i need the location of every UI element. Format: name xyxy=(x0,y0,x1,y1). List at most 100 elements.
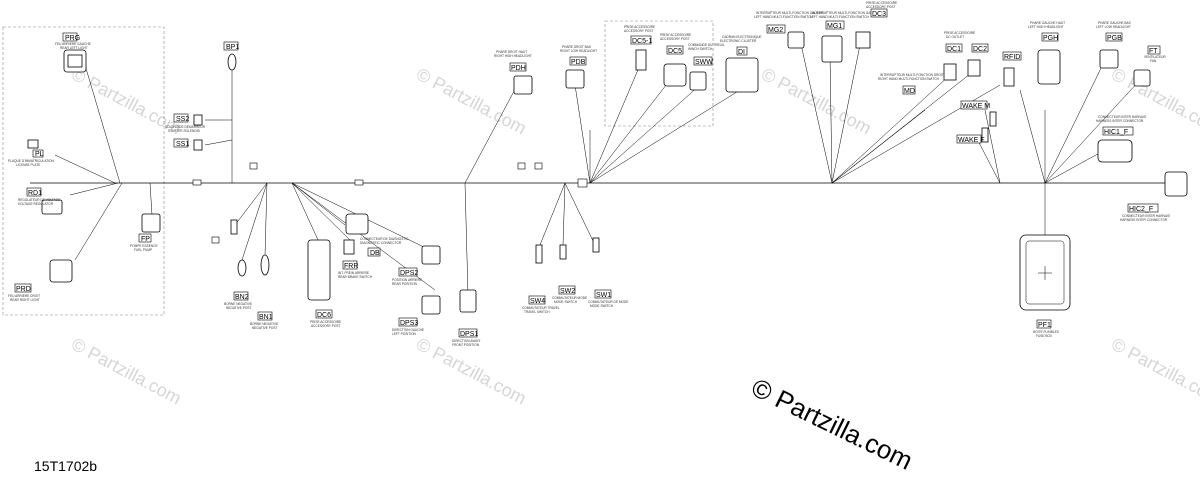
svg-text:POMPE ESSENCE: POMPE ESSENCE xyxy=(130,244,158,248)
label-HIC2-F: HIC2_F xyxy=(1129,206,1153,213)
label-DC1: DC1 xyxy=(947,46,961,53)
svg-text:PRISE ACCESSOIRE: PRISE ACCESSOIRE xyxy=(624,25,655,29)
front-accessory-frame xyxy=(604,20,714,127)
svg-text:PRISE ACCESSOIRE: PRISE ACCESSOIRE xyxy=(310,320,341,324)
label-BP1: BP1 xyxy=(226,44,239,51)
svg-text:BORNE NEGATIVE: BORNE NEGATIVE xyxy=(224,302,252,306)
svg-text:REAR RIGHT LIGHT: REAR RIGHT LIGHT xyxy=(10,298,40,302)
svg-text:ACCESSORY POST: ACCESSORY POST xyxy=(311,324,341,328)
diagram-code: 15T1702b xyxy=(34,458,98,474)
svg-text:FUEL PUMP: FUEL PUMP xyxy=(134,248,152,252)
svg-text:LEFT HIGH HEADLIGHT: LEFT HIGH HEADLIGHT xyxy=(1028,25,1064,29)
label-PRG: PRG xyxy=(65,35,80,42)
label-RD1: RD1 xyxy=(28,190,42,197)
svg-text:VENTILATEUR: VENTILATEUR xyxy=(1144,55,1166,59)
label-PF1: PF1 xyxy=(1038,322,1051,329)
svg-text:LEFT HAND MULTI-FUNCTION SWITC: LEFT HAND MULTI-FUNCTION SWITCH xyxy=(754,15,814,19)
watermark: © Partzilla.com xyxy=(413,64,529,139)
label-DPS2: DPS2 xyxy=(400,270,418,277)
svg-text:CONNECTEUR DE DIAGNOSTIC: CONNECTEUR DE DIAGNOSTIC xyxy=(360,237,409,241)
svg-text:LEFT POSITION: LEFT POSITION xyxy=(392,332,417,336)
svg-text:FUSE BOX: FUSE BOX xyxy=(1036,334,1053,338)
svg-text:PHARE DROIT BAS: PHARE DROIT BAS xyxy=(562,45,591,49)
svg-text:HARNESS INTER CONNECTOR: HARNESS INTER CONNECTOR xyxy=(1096,119,1144,123)
svg-text:LEFT LOW HEADLIGHT: LEFT LOW HEADLIGHT xyxy=(1096,25,1131,29)
svg-text:RIGHT LOW HEADLIGHT: RIGHT LOW HEADLIGHT xyxy=(560,49,597,53)
svg-text:LEFT HAND MULTI-FUNCTION SWITC: LEFT HAND MULTI-FUNCTION SWITCH xyxy=(810,15,870,19)
svg-text:ELECTRONIC CLUSTER: ELECTRONIC CLUSTER xyxy=(720,39,757,43)
svg-text:RIGHT HIGH HEADLIGHT: RIGHT HIGH HEADLIGHT xyxy=(494,54,532,58)
svg-text:FEU ARRIERE DROIT: FEU ARRIERE DROIT xyxy=(8,294,40,298)
label-SW4: SW4 xyxy=(530,298,545,305)
svg-text:STARTER SOLENOID: STARTER SOLENOID xyxy=(168,129,201,133)
svg-text:LICENSE PLATE: LICENSE PLATE xyxy=(16,163,40,167)
label-MG1: MG1 xyxy=(827,23,842,30)
label-MG2: MG2 xyxy=(768,27,783,34)
label-DB: DB xyxy=(370,250,380,257)
svg-text:INTERRUPTEUR MULTI-FONCTION DR: INTERRUPTEUR MULTI-FONCTION DROIT xyxy=(880,73,944,77)
svg-text:CADRAN ELECTRONIQUE: CADRAN ELECTRONIQUE xyxy=(722,35,762,39)
svg-text:SOLENOIDE DEMARREUR: SOLENOIDE DEMARREUR xyxy=(165,125,206,129)
label-SW1: SW1 xyxy=(596,292,611,299)
svg-text:DIAGNOSTIC CONNECTOR: DIAGNOSTIC CONNECTOR xyxy=(360,241,402,245)
label-DC5: DC5 xyxy=(668,48,682,55)
svg-text:PRISE ACCESSOIRE: PRISE ACCESSOIRE xyxy=(944,31,975,35)
label-DC6: DC6 xyxy=(317,312,331,319)
svg-text:ACCESSORY POST: ACCESSORY POST xyxy=(866,5,896,9)
svg-text:CONNECTEUR INTER HARNAIS: CONNECTEUR INTER HARNAIS xyxy=(1098,115,1146,119)
label-HIC1-F: HIC1_F xyxy=(1104,129,1128,136)
label-DI: DI xyxy=(738,49,745,56)
svg-text:NEGATIVE POST: NEGATIVE POST xyxy=(226,306,251,310)
label-BN2: BN2 xyxy=(235,294,249,301)
svg-text:COMMUTATEUR TRAVEL: COMMUTATEUR TRAVEL xyxy=(522,306,560,310)
label-SS1: SS1 xyxy=(176,141,189,148)
svg-text:COMMUTATEUR MODE: COMMUTATEUR MODE xyxy=(552,296,587,300)
label-SWW: SWW xyxy=(695,59,713,66)
svg-text:DC OUTLET: DC OUTLET xyxy=(946,35,964,39)
svg-text:REAR POSITION: REAR POSITION xyxy=(392,282,418,286)
watermark: © Partzilla.com xyxy=(68,334,184,409)
svg-text:INT. FREIN ARRIERE: INT. FREIN ARRIERE xyxy=(338,271,369,275)
svg-text:PRISE ACCESSOIRE: PRISE ACCESSOIRE xyxy=(660,33,691,37)
label-PRD: PRD xyxy=(16,286,31,293)
svg-text:RIGHT HAND MULTI-FUNCTION SWIT: RIGHT HAND MULTI-FUNCTION SWITCH xyxy=(878,77,940,81)
svg-text:MODE SWITCH: MODE SWITCH xyxy=(590,304,614,308)
svg-text:COMMANDE DU TREUIL: COMMANDE DU TREUIL xyxy=(688,43,725,47)
label-DPS3: DPS3 xyxy=(400,320,418,327)
svg-text:REGULATEUR DE VOLTAGE: REGULATEUR DE VOLTAGE xyxy=(18,198,60,202)
label-WAKE-M: WAKE M xyxy=(962,103,990,110)
svg-text:DIRECTION GAUCHE: DIRECTION GAUCHE xyxy=(392,328,424,332)
svg-text:ACCESSORY POST: ACCESSORY POST xyxy=(660,37,690,41)
label-PDH: PDH xyxy=(511,65,526,72)
svg-text:POSITION ARRIERE: POSITION ARRIERE xyxy=(392,278,422,282)
label-RFID: RFID xyxy=(1004,54,1020,61)
svg-text:BORNE NEGATIVE: BORNE NEGATIVE xyxy=(250,322,278,326)
svg-text:PRISE ACCESSOIRE: PRISE ACCESSOIRE xyxy=(866,1,897,5)
svg-text:DIRECTION AVANT: DIRECTION AVANT xyxy=(452,339,480,343)
label-MD: MD xyxy=(904,88,915,95)
svg-text:REAR BRAKE SWITCH: REAR BRAKE SWITCH xyxy=(338,275,373,279)
label-BN1: BN1 xyxy=(259,314,273,321)
component-labels: PRG FEU ARRIERE GAUCHE REAR LEFT LIGHT B… xyxy=(8,1,1170,347)
label-FRR: FRR xyxy=(344,263,358,270)
svg-text:MODE SWITCH: MODE SWITCH xyxy=(554,300,578,304)
label-DC3: DC3 xyxy=(872,11,886,18)
trunk-clips xyxy=(192,162,588,244)
label-DPS1: DPS1 xyxy=(460,331,478,338)
label-FP: FP xyxy=(141,236,150,243)
svg-text:PHARE DROIT HAUT: PHARE DROIT HAUT xyxy=(496,50,527,54)
svg-text:TRAVEL SWITCH: TRAVEL SWITCH xyxy=(524,310,550,314)
label-PL: PL xyxy=(35,151,44,158)
svg-text:NEGATIVE POST: NEGATIVE POST xyxy=(252,326,277,330)
label-DC2: DC2 xyxy=(973,46,987,53)
svg-text:INTERRUPTEUR MULTI-FONCTION GA: INTERRUPTEUR MULTI-FONCTION GAUCHE xyxy=(812,11,879,15)
label-FT: FT xyxy=(1149,48,1158,55)
svg-text:COMMUTATEUR DE MODE: COMMUTATEUR DE MODE xyxy=(588,300,628,304)
svg-text:ACCESSORY POST: ACCESSORY POST xyxy=(624,29,654,33)
label-PGB: PGB xyxy=(1107,35,1122,42)
rear-section-frame xyxy=(2,26,165,316)
svg-text:FRONT POSITION: FRONT POSITION xyxy=(452,343,480,347)
label-SW2: SW2 xyxy=(560,288,575,295)
svg-text:PLAQUE D'IMMATRICULATION: PLAQUE D'IMMATRICULATION xyxy=(8,159,55,163)
